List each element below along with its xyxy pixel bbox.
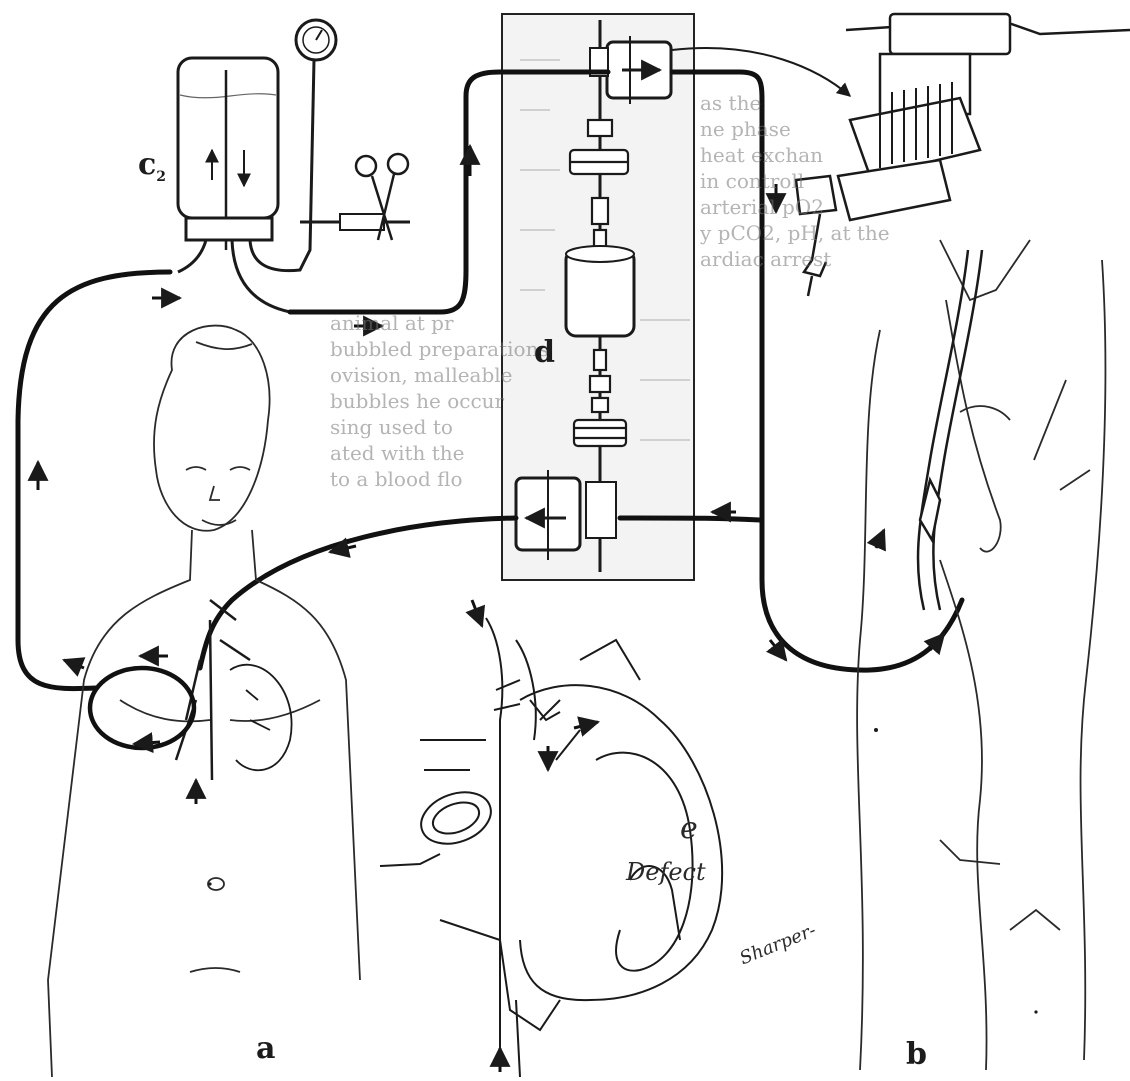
label-d: d	[534, 338, 555, 368]
bleed-line: bubbles he occur	[330, 388, 690, 414]
bleed-through-text-lower: animal at pr bubbled preparations ovisio…	[330, 310, 690, 520]
bleed-line: heat exchan	[700, 142, 1060, 168]
bleed-line: ne phase	[700, 116, 1060, 142]
clamp-icon	[300, 154, 410, 240]
bleed-through-text: as the ne phase heat exchan in controll …	[700, 90, 1060, 650]
bleed-line: to a blood flo	[330, 466, 690, 492]
label-a: a	[256, 1034, 275, 1064]
child-figure-icon	[48, 326, 360, 1077]
bleed-line: animal at pr	[330, 310, 690, 336]
bleed-line: as the	[700, 90, 1060, 116]
chest-loop	[90, 668, 194, 748]
bleed-line: arterial pO2	[700, 194, 1060, 220]
heart-icon	[380, 618, 722, 1077]
bleed-line: ardiac arrest	[700, 246, 1060, 272]
ventricle-text: Defect	[626, 860, 706, 884]
label-c: c2	[138, 150, 166, 184]
pressure-gauge-icon	[296, 20, 336, 60]
bleed-line: in controll	[700, 168, 1060, 194]
label-b: b	[906, 1040, 927, 1070]
bleed-line: bubbled preparations	[330, 336, 690, 362]
bleed-line: y pCO2, pH, at the	[700, 220, 1060, 246]
bleed-line: sing used to	[330, 414, 690, 440]
reservoir-c2	[178, 58, 314, 312]
label-e: e	[680, 814, 698, 844]
bleed-line: ated with the	[330, 440, 690, 466]
decorative-dots	[208, 728, 1037, 1014]
label-c-subscript: 2	[156, 169, 166, 185]
label-c-letter: c	[138, 147, 156, 182]
bleed-line: ovision, malleable	[330, 362, 690, 388]
